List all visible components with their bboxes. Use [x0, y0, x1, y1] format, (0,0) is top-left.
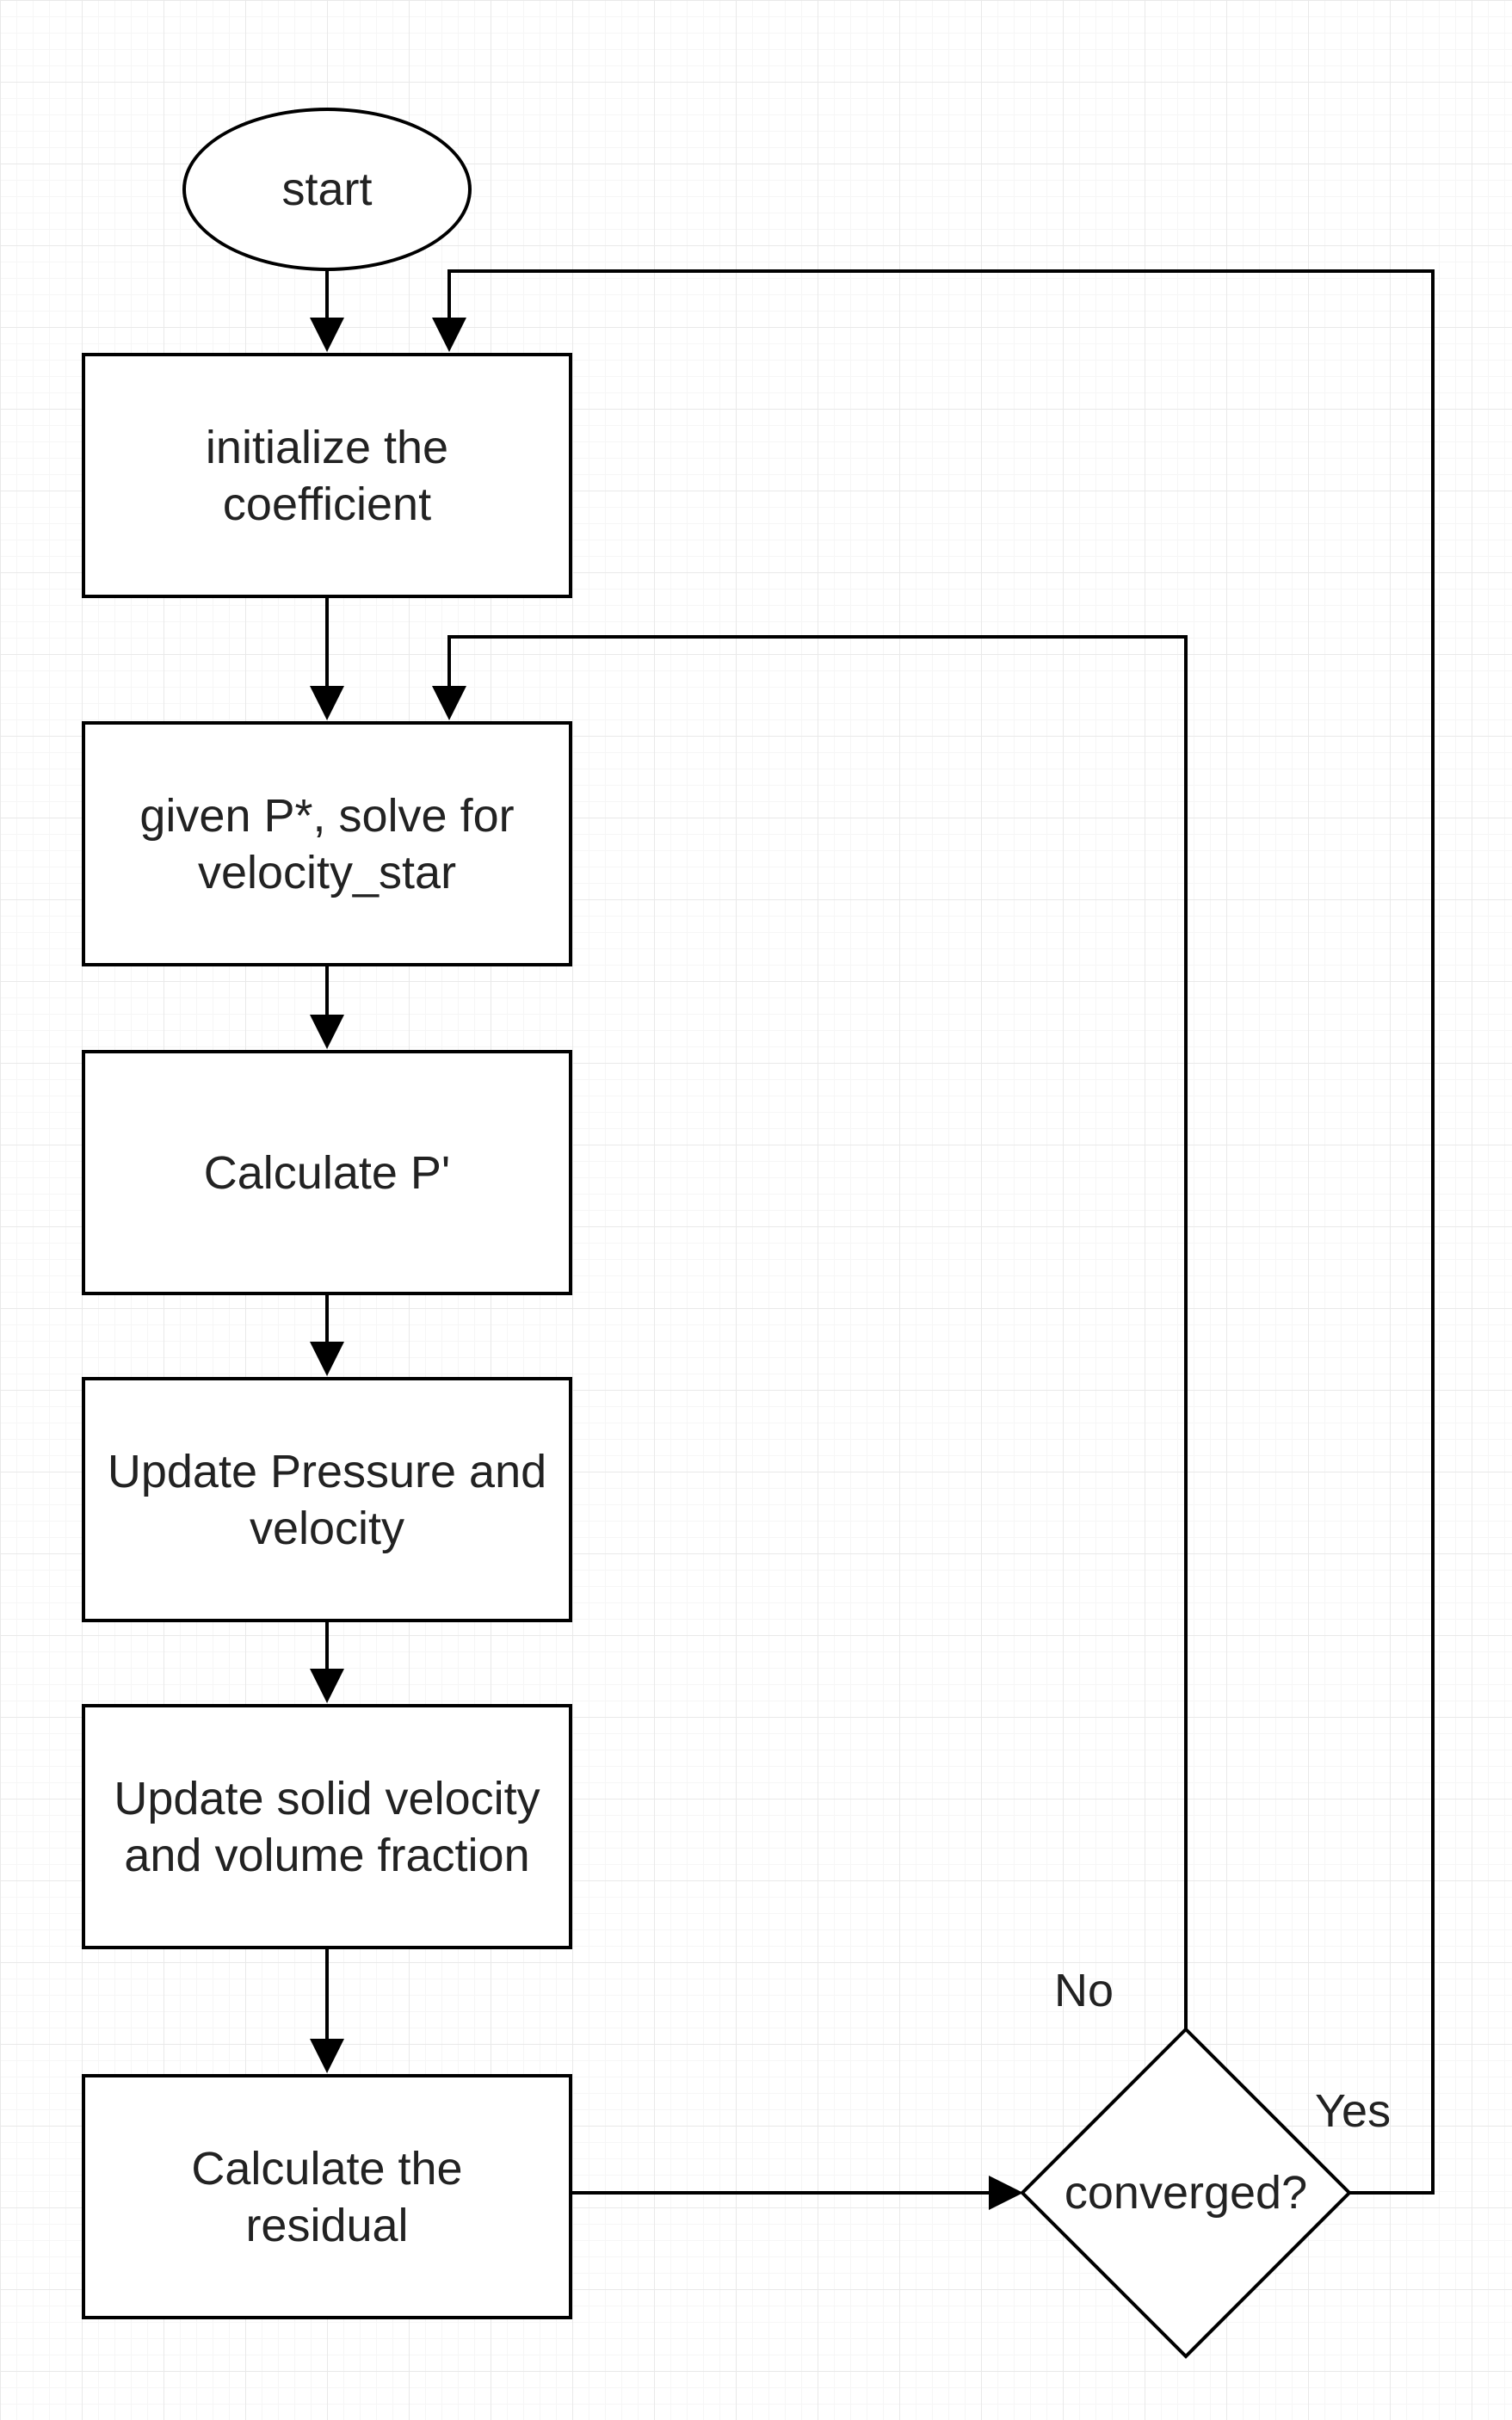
edge-label-yes: Yes [1315, 2085, 1392, 2137]
solve-velocity-star-step[interactable]: given P*, solve for velocity_star [82, 721, 572, 966]
start-terminal-label: start [281, 164, 373, 215]
solve-velocity-star-label: given P*, solve for velocity_star [139, 789, 515, 898]
decision-label: converged? [1064, 2167, 1308, 2219]
connector-no-loop-to-solve [432, 635, 1188, 2029]
decision-diamond[interactable] [1020, 2027, 1352, 2359]
update-pressure-velocity-step[interactable]: Update Pressure and velocity [82, 1377, 572, 1622]
calculate-residual-step[interactable]: Calculate the residual [82, 2074, 572, 2319]
update-pressure-velocity-label: Update Pressure and velocity [107, 1445, 547, 1554]
start-terminal[interactable]: start [182, 108, 472, 271]
calculate-p-prime-step[interactable]: Calculate P' [82, 1050, 572, 1295]
calculate-residual-label: Calculate the residual [191, 2142, 463, 2251]
update-solid-velocity-label: Update solid velocity and volume fractio… [114, 1772, 540, 1881]
connector-yes-loop-to-init [432, 269, 1435, 2195]
edge-label-no: No [1054, 1965, 1114, 2016]
initialize-coefficient-step[interactable]: initialize the coefficient [82, 353, 572, 598]
calculate-p-prime-label: Calculate P' [203, 1146, 451, 1199]
update-solid-velocity-step[interactable]: Update solid velocity and volume fractio… [82, 1704, 572, 1949]
initialize-coefficient-label: initialize the coefficient [205, 421, 449, 530]
